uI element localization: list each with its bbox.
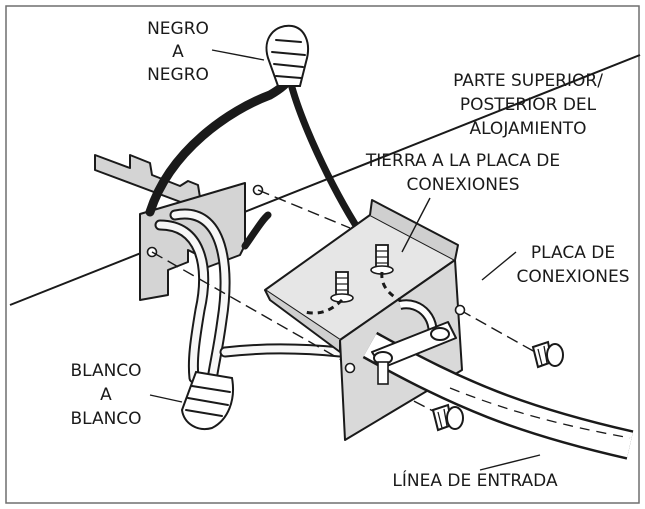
- plate-hole: [344, 362, 356, 374]
- leader-lines: [149, 49, 541, 471]
- svg-text:PARTE SUPERIOR/: PARTE SUPERIOR/: [453, 71, 603, 91]
- screw-icon: [431, 403, 464, 432]
- input-line-cable: [362, 299, 634, 460]
- label-white-to-white: BLANCO A BLANCO: [70, 361, 141, 429]
- label-input-line: LÍNEA DE ENTRADA: [392, 469, 558, 491]
- svg-text:TIERRA A LA PLACA DE: TIERRA A LA PLACA DE: [365, 151, 560, 171]
- white-wire-nut: [180, 370, 234, 430]
- svg-text:A: A: [100, 385, 112, 405]
- svg-text:NEGRO: NEGRO: [147, 65, 209, 85]
- ground-wire: [304, 298, 344, 315]
- svg-text:A: A: [172, 42, 184, 62]
- ground-stud: [370, 244, 394, 275]
- black-wire-nut: [265, 24, 310, 87]
- svg-text:NEGRO: NEGRO: [147, 19, 209, 39]
- label-connection-plate: PLACA DE CONEXIONES: [517, 243, 630, 287]
- plate-hole: [454, 304, 466, 316]
- white-wires: [154, 208, 346, 386]
- label-black-to-black: NEGRO A NEGRO: [147, 19, 209, 85]
- cable-clamp: [371, 321, 457, 385]
- svg-text:BLANCO: BLANCO: [70, 409, 141, 429]
- svg-text:CONEXIONES: CONEXIONES: [407, 175, 520, 195]
- screw-icon: [531, 340, 564, 369]
- label-housing-top: PARTE SUPERIOR/ POSTERIOR DEL ALOJAMIENT…: [453, 71, 603, 139]
- svg-text:ALOJAMIENTO: ALOJAMIENTO: [469, 119, 586, 139]
- svg-text:BLANCO: BLANCO: [70, 361, 141, 381]
- label-ground-to-plate: TIERRA A LA PLACA DE CONEXIONES: [365, 151, 560, 195]
- svg-text:PLACA DE: PLACA DE: [531, 243, 615, 263]
- svg-text:CONEXIONES: CONEXIONES: [517, 267, 630, 287]
- housing-edge-line: [9, 54, 641, 306]
- svg-text:POSTERIOR DEL: POSTERIOR DEL: [460, 95, 597, 115]
- ground-wire: [380, 271, 421, 312]
